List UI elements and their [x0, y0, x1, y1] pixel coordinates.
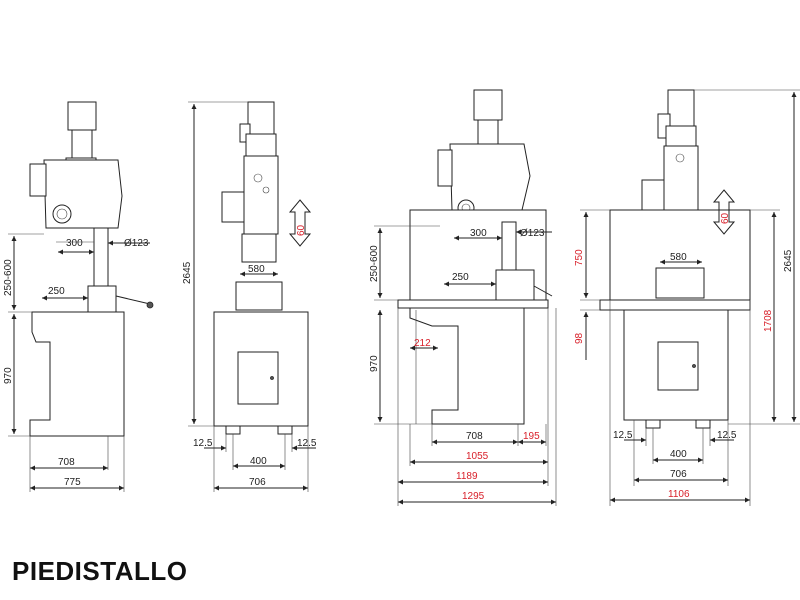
front-view-wide: 60 580 750 98 1708 2645 12.5 12.5 400: [574, 89, 800, 506]
technical-drawing: 300 Ø123 250-600 250 970 708 775: [3, 89, 800, 506]
view2-foot-left: 12.5: [193, 438, 213, 449]
view2-foot-spacing: 400: [250, 456, 267, 467]
view4-cab-height: 1708: [763, 309, 774, 332]
side-view-standard: 300 Ø123 250-600 250 970 708 775: [3, 101, 154, 492]
side-view-wide: 300 Ø123 250-600 250 970 212 708 195 105…: [369, 89, 557, 506]
view1-column-dia: Ø123: [124, 238, 149, 249]
view3-column-dia: Ø123: [520, 228, 545, 239]
view4-overall-width: 1106: [668, 489, 690, 500]
view1-base-inner: 708: [58, 457, 75, 468]
view1-spindle-offset: 300: [66, 238, 83, 249]
view2-total-height: 2645: [182, 261, 193, 284]
view2-base-width: 706: [249, 477, 266, 488]
view2-foot-right: 12.5: [297, 438, 317, 449]
view4-mid-height: 98: [574, 332, 585, 344]
view4-base-width: 706: [670, 469, 687, 480]
view1-table-span: 250: [48, 286, 65, 297]
view3-width-1055: 1055: [466, 451, 489, 462]
view3-overhang: 212: [414, 338, 431, 349]
view4-foot-left: 12.5: [613, 430, 633, 441]
page-title: PIEDISTALLO: [12, 556, 188, 586]
view2-table-width: 580: [248, 264, 265, 275]
view4-total-height: 2645: [783, 249, 794, 272]
view3-spindle-offset: 300: [470, 228, 487, 239]
view1-base-outer: 775: [64, 477, 81, 488]
view2-quill-travel: 60: [296, 224, 307, 236]
view3-stroke: 250-600: [369, 245, 380, 282]
view4-upper-height: 750: [574, 249, 585, 266]
view3-width-1295: 1295: [462, 491, 485, 502]
front-view-standard: 60 2645 580 12.5 12.5 400 706: [182, 101, 317, 492]
view4-table-width: 580: [670, 252, 687, 263]
view3-extension: 195: [523, 431, 540, 442]
view3-table-span: 250: [452, 272, 469, 283]
view3-width-1189: 1189: [456, 471, 478, 482]
view3-base-inner: 708: [466, 431, 483, 442]
view4-foot-spacing: 400: [670, 449, 687, 460]
view1-base-height: 970: [3, 367, 14, 384]
view4-quill-travel: 60: [720, 212, 731, 224]
view1-stroke: 250-600: [3, 259, 14, 296]
view3-base-height: 970: [369, 355, 380, 372]
view4-foot-right: 12.5: [717, 430, 737, 441]
